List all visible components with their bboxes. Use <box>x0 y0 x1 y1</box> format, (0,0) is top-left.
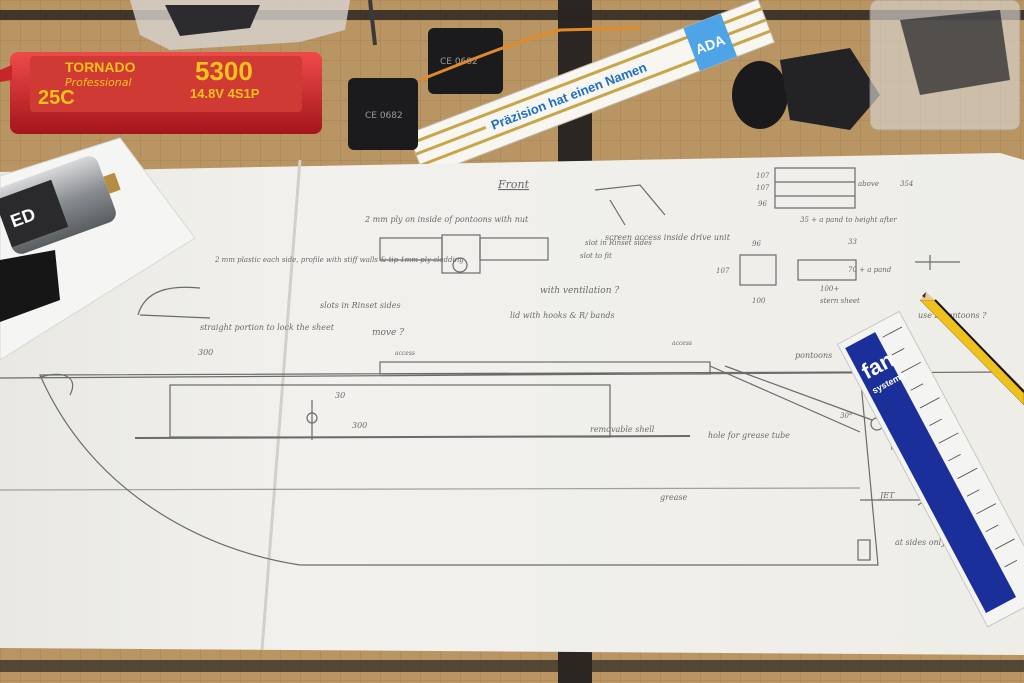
sketchbook <box>0 153 1024 655</box>
dim-12: 100+ <box>820 285 839 293</box>
servo-small-label: CE 0682 <box>365 111 403 121</box>
dim-3: 300 <box>352 421 367 430</box>
note-13: removable shell <box>590 425 655 434</box>
lipo-battery: TORNADO Professional 5300 14.8V 4S1P 25C <box>0 52 322 134</box>
note-7: 2 mm plastic each side, profile with sti… <box>214 256 464 264</box>
note-10: move ? <box>372 328 404 338</box>
pencil <box>919 292 1024 406</box>
note-2: slot in Rinset sides <box>585 239 652 247</box>
note-20: 70 + a pand <box>848 266 892 274</box>
servo-wire-dark <box>368 0 377 46</box>
battery-capacity-text: 5300 <box>195 56 253 86</box>
note-11: access <box>395 350 415 357</box>
sketch-annotations: Front 2 mm ply on inside of pontoons wit… <box>198 172 987 547</box>
dim-10: 354 <box>900 180 913 188</box>
note-21: stern sheet <box>820 297 860 305</box>
dim-5: 107 <box>716 267 730 275</box>
note-3: screen access inside drive unit <box>605 233 731 242</box>
note-9: slots in Rinset sides <box>320 301 401 310</box>
note-4: slot to fit <box>580 252 612 260</box>
acrylic-box <box>869 0 1021 131</box>
note-19: 35 + a pand to height after <box>800 216 897 224</box>
note-16: pontoons <box>795 351 832 360</box>
dim-9: 96 <box>758 200 767 208</box>
paper-page <box>0 153 1024 655</box>
dim-2: 30 <box>335 391 345 400</box>
dim-13: 30° <box>840 412 852 420</box>
servo-small: CE 0682 <box>348 78 418 150</box>
mat-dark-strip-bottom <box>0 660 1024 672</box>
folding-yardstick: Präzision hat einen Namen ADA <box>407 0 776 178</box>
dim-7: 107 <box>756 172 770 180</box>
black-3d-parts <box>732 48 880 130</box>
note-18: at sides only ? <box>895 538 953 547</box>
electric-motor: ED <box>0 156 121 254</box>
dim-4: 96 <box>752 240 761 248</box>
note-23: JET <box>878 491 895 500</box>
battery-subtitle-text: Professional <box>65 76 132 89</box>
note-14: hole for grease tube <box>708 431 790 440</box>
scale-ruler: fan systems <box>836 310 1024 628</box>
note-12: access <box>672 340 692 347</box>
mat-dark-strip-top <box>0 10 1024 20</box>
note-22: above <box>858 180 879 188</box>
note-8: straight portion to lock the sheet <box>200 323 335 332</box>
bag-contents <box>165 5 260 36</box>
dim-1: 300 <box>198 348 213 357</box>
note-15: grease <box>660 493 688 502</box>
note-5: with ventilation ? <box>540 286 619 296</box>
hull-drawing <box>0 167 1001 566</box>
dim-8: 107 <box>756 184 770 192</box>
dim-6: 100 <box>752 297 766 305</box>
battery-rate-text: 25C <box>38 87 75 109</box>
servo-wires <box>419 26 641 82</box>
battery-voltage-text: 14.8V 4S1P <box>190 86 260 101</box>
black-board <box>0 250 60 322</box>
note-title: Front <box>497 178 530 191</box>
servo-large-label: CE 0682 <box>440 57 478 67</box>
note-1: 2 mm ply on inside of pontoons with nut <box>364 215 529 224</box>
battery-brand-text: TORNADO <box>65 59 136 75</box>
dim-11: 33 <box>848 238 857 246</box>
note-17: use L pontoons ? <box>918 311 987 320</box>
note-6: lid with hooks & R/ bands <box>510 311 615 320</box>
page-fold <box>260 159 302 651</box>
